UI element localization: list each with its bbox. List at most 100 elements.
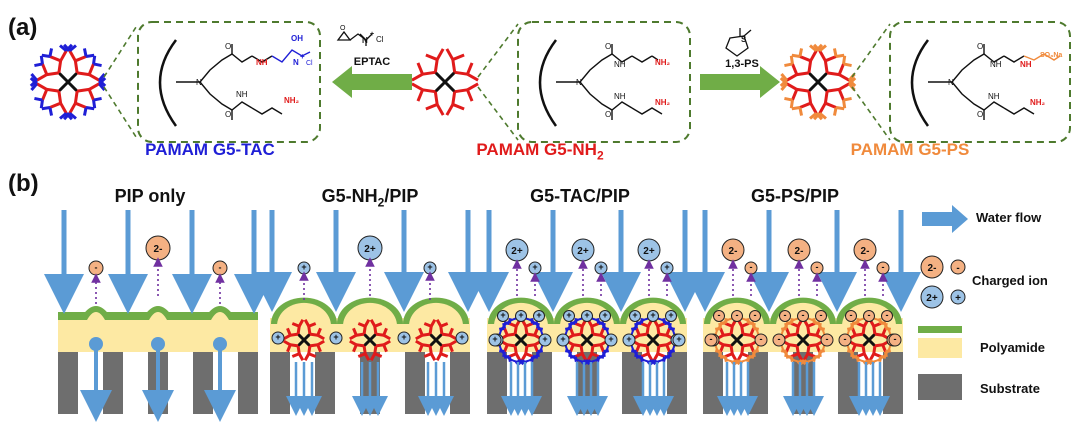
tac-nh2: NH₂ [284,96,300,105]
dendrimer-tip [603,349,610,354]
dendrimer-branch [818,50,827,62]
dendrimer-tip [537,349,544,354]
dendrimer-tip [530,356,535,363]
dendrimer-tip [753,349,760,354]
dendrimer-tip [39,55,44,65]
dendrimer-tip [63,43,71,52]
dendrimer-tip [646,359,653,365]
tac-cl: Cl [306,60,313,67]
dendrimer-branch [428,326,433,335]
dendrimer-tip [514,359,521,365]
dendrimer-tip [39,99,44,109]
dendrimer-branch [802,352,810,361]
dendrimer-branch [579,345,584,354]
dendrimer-branch [665,327,671,336]
dendrimer-tip [498,326,505,331]
structure-tac [158,39,311,127]
ion [881,310,893,322]
dendrimer-tip [723,356,728,363]
dendrimer-branch [286,344,292,353]
substrate-block [450,352,470,414]
dendrimer-tip [668,351,672,358]
pa-bump [144,306,172,316]
callout-line-tac-1 [103,23,139,78]
callout-line-nh2-2 [477,86,519,141]
dendrimer-branch [574,322,583,328]
legend-substrate [918,374,962,400]
ion-label: + [542,334,547,344]
dendrimer-branch [503,327,509,336]
ion-label: - [784,310,787,320]
dendrimer-tip [41,53,51,58]
dendrimer-tip [30,73,38,82]
dendrimer-tip [639,356,644,363]
dendrimer-branch [823,60,829,74]
title-nh2-tail: /PIP [384,186,419,206]
dendrimer-branch [36,82,48,91]
dendrimer-branch [665,344,671,353]
embedded-dendrimer [415,319,457,361]
dendrimer-tip [809,44,818,52]
dendrimer-branch [76,71,90,77]
dendrimer-tip [812,317,817,324]
dendrimer-branch [382,344,388,353]
dendrimer-branch [807,322,816,328]
dendrimer-branch [296,345,301,354]
dendrimer-tip [502,322,506,329]
dendrimer-tip [815,112,823,121]
dendrimer-branch [88,82,100,91]
dendrimer-branch [309,343,318,348]
dendrimer-branch [525,322,534,328]
dendrimer-branch [303,352,311,361]
ion-label: - [816,262,819,272]
dendrimer-tip [862,359,869,365]
dendrimer-branch [356,332,365,337]
dendrimer-branch [658,343,667,348]
dendrimer-branch [524,345,529,354]
ion [538,333,552,347]
dendrimer-branch [448,339,457,347]
dendrimer-tip [92,99,97,109]
dendrimer-branch [434,71,447,84]
callout-line-tac-2 [103,86,139,141]
pa-channel [211,312,229,342]
substrate-block [703,352,723,414]
dendrimer-branch [374,352,383,358]
dendrimer-branch [808,332,817,337]
arrow-to-tac [332,66,412,98]
legend-polyamide-label: Polyamide [980,340,1046,355]
dendrimer-branch [652,352,660,361]
dendrimer-tip [635,355,642,359]
ion [271,331,285,345]
dendrimer-branch [508,322,517,328]
dendrimer-tip [714,326,721,331]
callout-line-nh2-1 [477,23,519,78]
dendrimer-branch [635,344,641,353]
dendrimer-tip [718,322,722,329]
ps-nh-top: NH [990,60,1002,69]
dendrimer-branch [452,103,465,111]
dendrimer-branch [362,326,367,335]
dendrimer-tip [850,322,854,329]
dendrimer-branch [423,322,432,328]
dendrimer-branch [807,71,820,84]
ion [704,333,718,347]
dendrimer-branch [434,333,443,342]
title-nh2-main: G5-NH [321,186,378,206]
inset-nh2 [517,21,691,143]
dendrimer-branch [434,80,447,93]
bond-tail [651,55,659,61]
dendrimer-branch [741,352,750,358]
ion-label: - [754,310,757,320]
dendrimer-branch [569,327,575,336]
ion-label: - [750,262,753,272]
dendrimer-branch [815,327,821,336]
dendrimer-branch [785,344,791,353]
ion-label: - [826,334,829,344]
dendrimer-branch [586,352,594,361]
dendrimer-branch [815,344,821,353]
dendrimer-tip [532,355,539,359]
ion [779,310,791,322]
dendrimer-branch [656,345,661,354]
dendrimer-branch [422,332,431,337]
